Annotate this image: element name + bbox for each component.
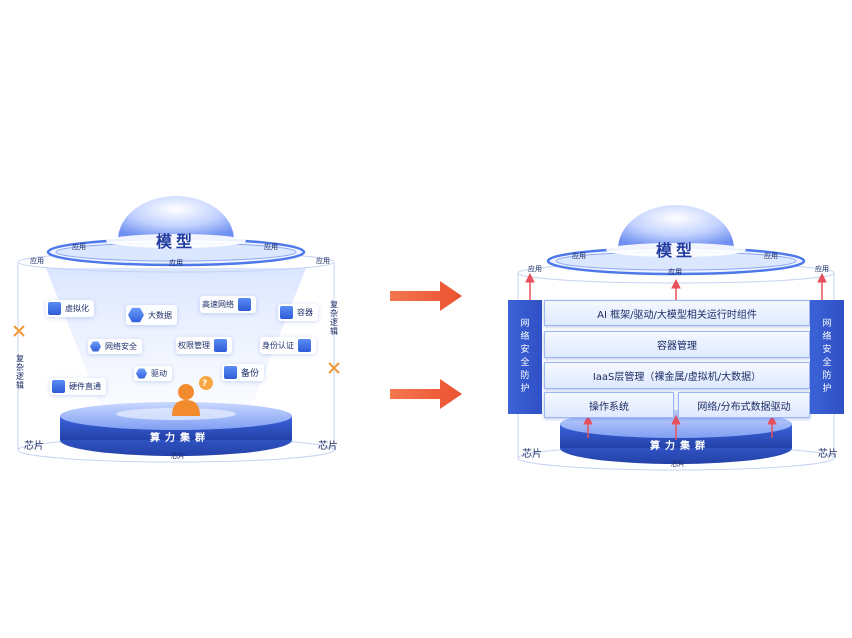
cross-icon-right — [328, 362, 340, 374]
person-head — [178, 384, 194, 400]
layer-os: 操作系统 — [544, 392, 674, 418]
left-app-label: 应用 — [316, 257, 330, 265]
shield-icon — [90, 341, 101, 352]
model-dome — [118, 196, 234, 240]
left-app-label: 应用 — [264, 243, 278, 251]
cross-icon-left — [13, 325, 25, 337]
left-chip-label: 芯片 — [24, 441, 44, 452]
layer-network-drivers: 网络/分布式数据驱动 — [678, 392, 810, 418]
left-complex-logic-left: 复杂逻辑 — [16, 354, 24, 390]
router-icon — [238, 298, 251, 311]
up-arrow-icons — [525, 272, 827, 440]
right-app-label: 应用 — [528, 265, 542, 273]
right-app-label: 应用 — [815, 265, 829, 273]
arrow-icon-top — [390, 281, 462, 311]
question-bubble — [199, 376, 213, 390]
chip-hardware-passthrough: 硬件直通 — [50, 378, 106, 395]
chip-big-data: 大数据 — [126, 305, 177, 325]
person-body — [172, 400, 200, 416]
left-app-label: 应用 — [72, 243, 86, 251]
chip-driver: 驱动 — [134, 366, 172, 381]
model-dome-right — [618, 205, 734, 249]
chip-identity-auth: 身份认证 — [260, 337, 316, 354]
hardware-icon — [52, 380, 65, 393]
layer-ai-frameworks: AI 框架/驱动/大模型相关运行时组件 — [544, 300, 810, 326]
right-app-label: 应用 — [572, 252, 586, 260]
right-chip-label: 芯片 — [318, 441, 338, 452]
driver-icon — [136, 368, 147, 379]
chip-high-speed-network: 高速网络 — [200, 296, 256, 313]
left-complex-logic-right: 复杂逻辑 — [330, 300, 338, 336]
security-pillar-left: 网络安全防护 — [508, 300, 542, 414]
right-left-chip-label: 芯片 — [522, 449, 542, 460]
backup-icon — [224, 366, 237, 379]
right-model-title: 模型 — [656, 241, 697, 260]
chip-network-security: 网络安全 — [88, 339, 142, 354]
user-icon — [298, 339, 311, 352]
bottom-chip-label: 芯片 — [171, 452, 185, 460]
atom-icon — [128, 307, 144, 323]
hand-icon — [214, 339, 227, 352]
chip-virtualization: 虚拟化 — [46, 300, 94, 317]
question-mark: ? — [202, 379, 208, 389]
right-app-label: 应用 — [764, 252, 778, 260]
chip-permission-mgmt: 权限管理 — [176, 337, 232, 354]
left-model-title: 模型 — [156, 232, 197, 251]
server-icon — [48, 302, 61, 315]
arrow-icon-bottom — [390, 379, 462, 409]
right-right-chip-label: 芯片 — [818, 449, 838, 460]
left-cluster-label: 算力集群 — [150, 433, 210, 444]
left-app-label: 应用 — [169, 259, 183, 267]
right-bottom-chip-label: 芯片 — [671, 460, 685, 468]
left-app-label: 应用 — [30, 257, 44, 265]
chip-backup: 备份 — [222, 364, 265, 381]
right-app-label: 应用 — [668, 268, 682, 276]
right-cluster-label: 算力集群 — [650, 441, 710, 452]
security-pillar-right: 网络安全防护 — [810, 300, 844, 414]
layer-container-mgmt: 容器管理 — [544, 331, 810, 358]
layer-iaas-mgmt: IaaS层管理（裸金属/虚拟机/大数据） — [544, 362, 810, 389]
chip-container: 容器 — [278, 304, 318, 321]
container-icon — [280, 306, 293, 319]
